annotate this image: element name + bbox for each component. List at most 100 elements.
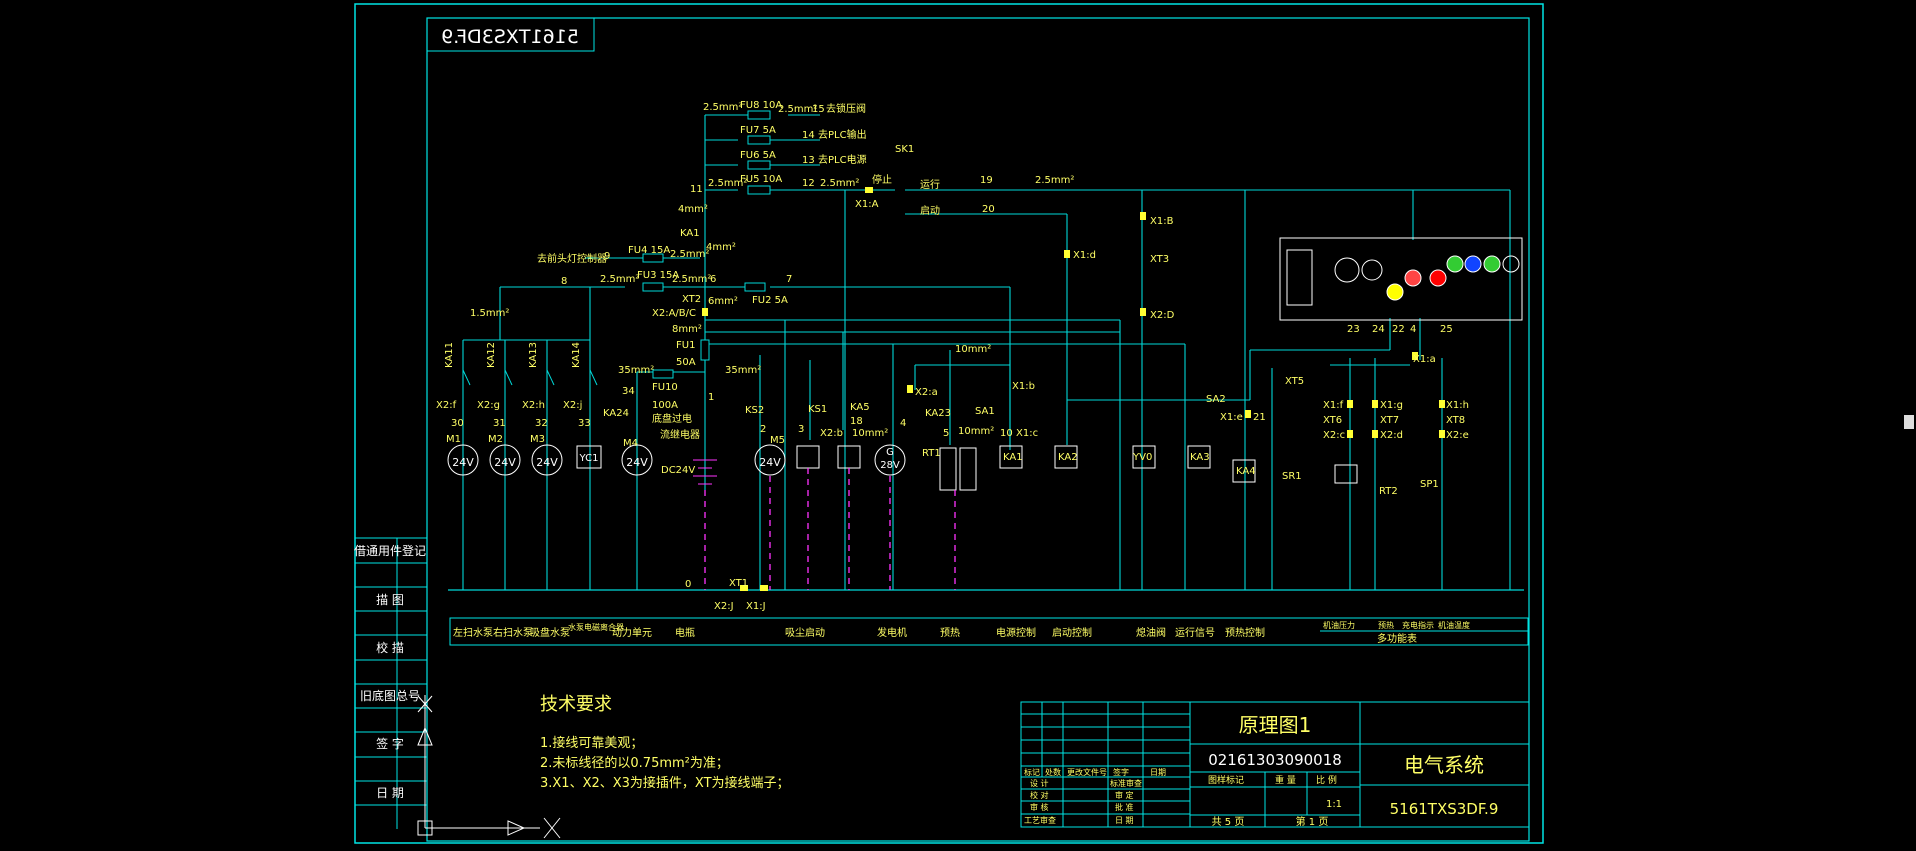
n24: 24 (1372, 324, 1385, 335)
tb-role-1: 校 对 (1030, 790, 1049, 800)
fn-3: 水泵电磁离合器 (568, 622, 624, 632)
wire-11: 11 (690, 184, 703, 195)
m4-label: M4 (623, 438, 638, 449)
tb-label-3: 签字 (1113, 767, 1129, 777)
tech-heading: 技术要求 (540, 694, 612, 715)
x1a-label: X1:A (855, 199, 879, 210)
motor-label-1: 24V (452, 456, 474, 469)
fu10-label: FU10 (652, 382, 678, 393)
rt-c-2: XT8 (1446, 415, 1465, 426)
wire-34: 34 (622, 386, 635, 397)
drawing-title: 原理图1 (1239, 713, 1312, 737)
n4: 4 (1410, 324, 1416, 335)
wire-1-5mm: 1.5mm² (470, 308, 509, 319)
wire-5: 5 (943, 428, 949, 439)
fuse-5-num: 12 (802, 178, 815, 189)
motor-2-name: M2 (488, 434, 503, 445)
fuse-5-mm: 2.5mm² (708, 178, 747, 189)
fu4-text: FU4 15A (628, 245, 670, 256)
vertical-scrollbar[interactable] (1902, 0, 1916, 847)
scrollbar-thumb[interactable] (1904, 415, 1914, 429)
xt2-label: XT2 (682, 294, 701, 305)
wire-6: 6 (710, 274, 716, 285)
fu1-value: 50A (676, 357, 696, 368)
relay-1-name: KA11 (444, 342, 455, 368)
sa2-label: SA2 (1206, 394, 1226, 405)
wire-3: 3 (798, 424, 804, 435)
ka23-label: KA23 (925, 408, 951, 419)
relay-3-x: X2:h (522, 400, 545, 411)
fn-10: 启动控制 (1052, 626, 1092, 639)
wire-19: 19 (980, 175, 993, 186)
tb-role2-3: 日 期 (1115, 816, 1134, 825)
motor-label-2: 24V (494, 456, 516, 469)
side-label-5: 日 期 (376, 786, 404, 800)
xt2-mm: 6mm² (708, 296, 738, 307)
rt-c-1: X1:h (1446, 400, 1469, 411)
side-label-1: 描 图 (376, 593, 404, 607)
wire-4mm: 4mm² (678, 204, 708, 215)
fn-0: 左扫水泵 (453, 626, 493, 639)
outer-frame (354, 3, 1544, 844)
x2abc-label: X2:A/B/C (652, 308, 696, 319)
fuse-8-label: FU8 10A (740, 100, 782, 111)
sp1-label: SP1 (1420, 479, 1439, 490)
ka5-label: KA5 (850, 402, 870, 413)
wire-9: 9 (604, 251, 610, 262)
fu10-value: 100A (652, 400, 678, 411)
fu1-label: FU1 (676, 340, 695, 351)
inner-frame (426, 17, 1530, 842)
wire-21: 21 (1253, 412, 1266, 423)
fu2-label: FU2 5A (752, 295, 788, 306)
m5-label: M5 (770, 435, 785, 446)
n23: 23 (1347, 324, 1360, 335)
relay-4-x: X2:j (563, 400, 582, 411)
fu3-label: FU3 15A (637, 270, 679, 281)
x1a2-label: X1:a (1413, 354, 1436, 365)
tb-role2-0: 标准审查 (1110, 778, 1142, 788)
ka24-label: KA24 (603, 408, 629, 419)
fn-11: 熄油阀 (1136, 626, 1166, 639)
magenta-links (704, 468, 956, 590)
relay-labels: KA11 KA12 KA13 KA14 X2:f X2:g X2:h X2:j … (436, 342, 785, 446)
xt1-label: XT1 (729, 578, 748, 589)
tb-label-4: 日期 (1150, 768, 1166, 777)
xt3-label: XT3 (1150, 254, 1169, 265)
tech-line-2: 2.未标线径的以0.75mm²为准； (540, 755, 729, 771)
fuse-6-num: 13 (802, 155, 815, 166)
wire-4: 4 (900, 418, 906, 429)
fn-4: 动力单元 (612, 626, 652, 639)
ka1-label: KA1 (680, 228, 700, 239)
tb-role-0: 设 计 (1030, 778, 1049, 788)
fn-14: 多功能表 (1377, 632, 1417, 645)
fu10-note: 底盘过电 (652, 412, 692, 425)
fuse-8-wire: 2.5mm² (703, 102, 742, 113)
fn-8: 预热 (940, 626, 960, 639)
fn-2: 吸盘水泵 (530, 626, 570, 639)
fn-6: 吸尘启动 (785, 626, 825, 639)
rt-b-2: XT7 (1380, 415, 1399, 426)
x2d-label: X2:D (1150, 310, 1175, 321)
fu3-mm-b: 2.5mm² (672, 274, 711, 285)
fn-1: 右扫水泵 (493, 626, 533, 639)
fn-9: 电源控制 (996, 626, 1036, 639)
yc1-label: YC1 (579, 453, 599, 464)
wire-35mm-b: 35mm² (725, 365, 761, 376)
title-block (1020, 701, 1530, 828)
x1b-label: X1:B (1150, 216, 1174, 227)
rt-c-3: X2:e (1446, 430, 1469, 441)
terminal-markers (702, 187, 1445, 591)
x1e-label: X1:e (1220, 412, 1243, 423)
fn-sub-0: 机油压力 (1323, 620, 1355, 630)
fuse-8-mm: 2.5mm² (778, 104, 817, 115)
stop-label: 停止 (872, 173, 892, 186)
ka1-mm: 4mm² (706, 242, 736, 253)
relay-2-wire: 31 (493, 418, 506, 429)
function-labels: 左扫水泵 右扫水泵 吸盘水泵 水泵电磁离合器 动力单元 电瓶 吸尘启动 发电机 … (453, 620, 1470, 645)
drawing-number: 02161303090018 (1208, 751, 1342, 769)
wire-1: 1 (708, 392, 714, 403)
start-label: 启动 (920, 204, 940, 217)
fu3-mm-a: 2.5mm² (600, 274, 639, 285)
ka4-coil: KA4 (1236, 466, 1256, 477)
